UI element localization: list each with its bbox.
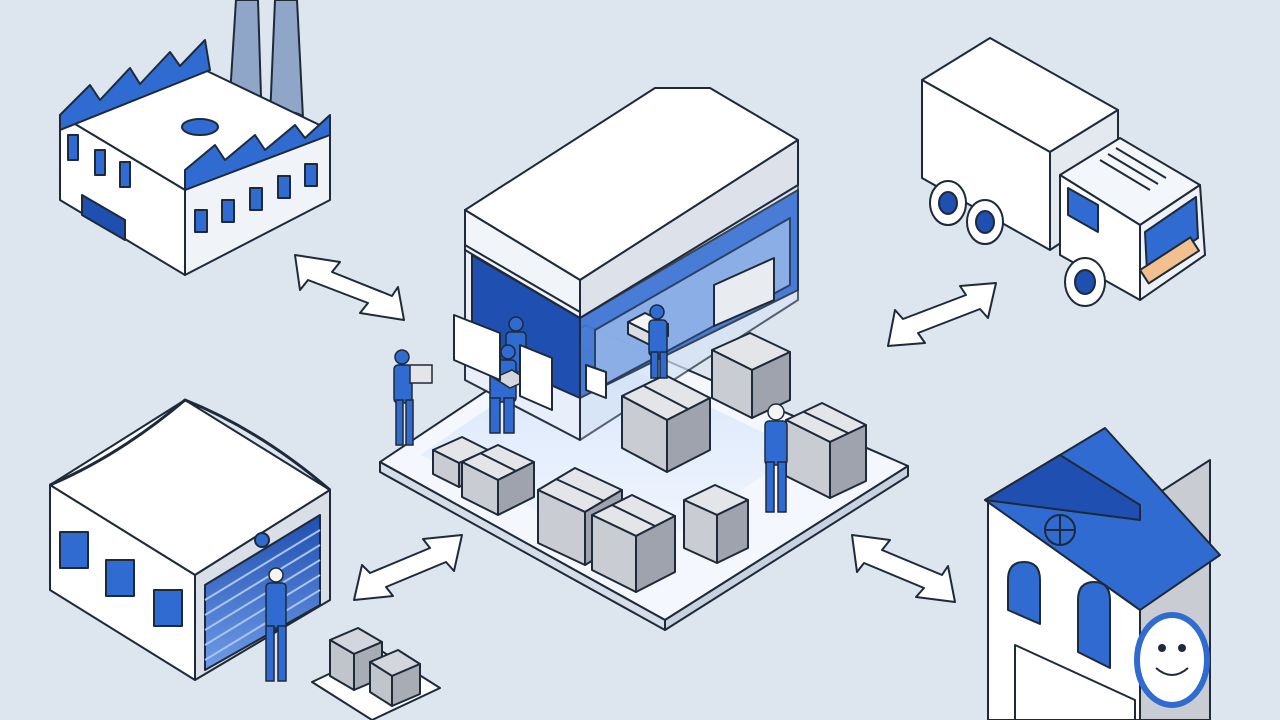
- connection-arrows: [294, 254, 997, 603]
- double-arrow-icon: [353, 534, 463, 601]
- parcel-box: [785, 402, 867, 499]
- worker-figure: [764, 403, 788, 513]
- cart-icon: [311, 627, 441, 720]
- parcel-box: [591, 494, 676, 593]
- worker-figure: [393, 349, 433, 446]
- parcel-boxes: [432, 312, 867, 593]
- double-arrow-icon: [887, 282, 997, 347]
- parcel-box: [461, 444, 535, 516]
- depot-icon: [49, 398, 331, 681]
- parcel-box: [711, 332, 791, 419]
- double-arrow-icon: [851, 534, 956, 603]
- parcel-box: [683, 484, 749, 564]
- house-icon: [984, 427, 1221, 720]
- factory-icon: [59, 0, 331, 276]
- worker-figure: [265, 567, 287, 682]
- monitor-panels: [453, 257, 775, 411]
- parcel-box: [621, 374, 711, 473]
- double-arrow-icon: [294, 254, 405, 321]
- truck-icon: [921, 37, 1206, 307]
- worker-figure: [648, 304, 668, 379]
